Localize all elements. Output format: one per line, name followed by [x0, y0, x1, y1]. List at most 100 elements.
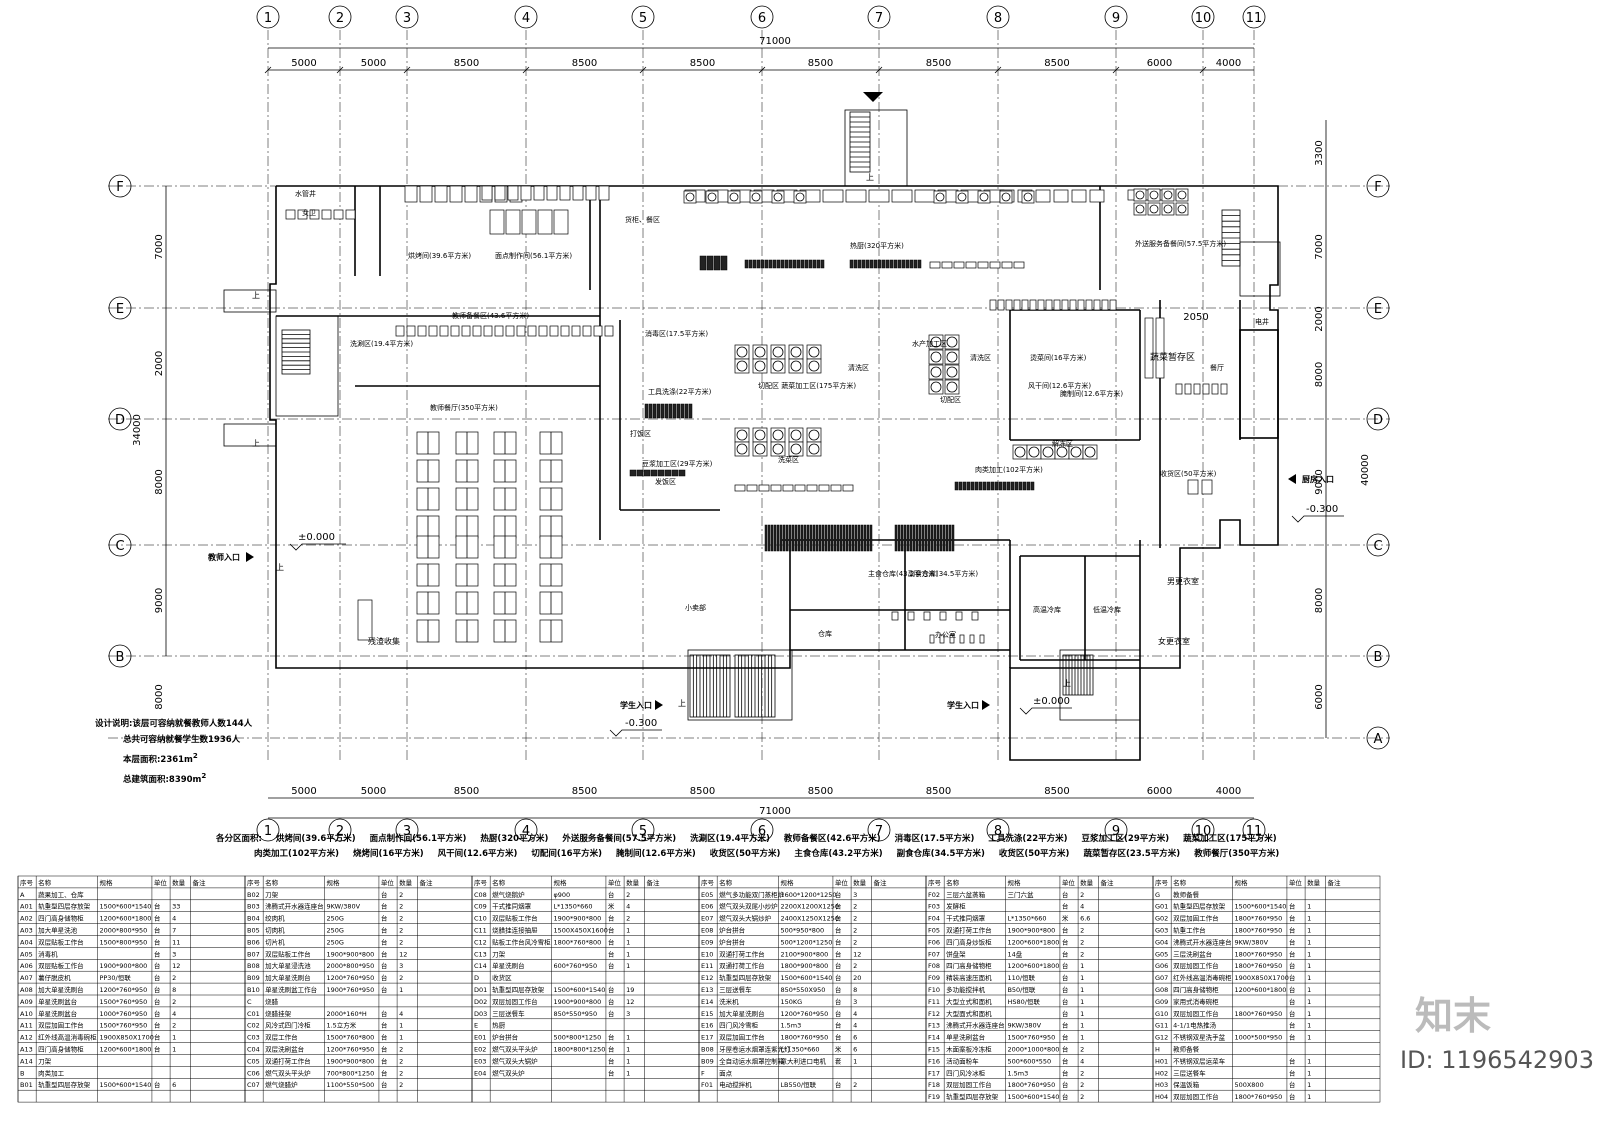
table-cell-0-11-0: A11 [20, 1022, 33, 1030]
table-cell-1-13-3: 台 [381, 1045, 388, 1054]
table-cell-3-16-3: 台 [835, 1080, 842, 1089]
room-hot-kitchen: 热厨(320平方米) [850, 241, 904, 250]
table-cell-3-10-0: E15 [701, 1010, 713, 1018]
table-cell-3-1-4: 2 [853, 903, 857, 911]
table-cell-3-3-4: 2 [853, 927, 857, 935]
table-header-3-3: 单位 [835, 878, 849, 887]
grid-label-col-11-1: 11 [1246, 824, 1263, 839]
table-cell-2-13-4: 1 [626, 1046, 630, 1054]
table-cell-2-12-2: 500*800*1250 [553, 1034, 601, 1042]
table-header-3-2: 规格 [780, 878, 794, 887]
serve-row [629, 469, 686, 477]
table-cell-3-6-4: 2 [853, 962, 857, 970]
table-cell-0-12-1: 红外线高温消毒碗柜 [38, 1033, 97, 1042]
table-cell-4-3-0: F05 [928, 927, 940, 935]
table-cell-2-10-0: D03 [474, 1010, 487, 1018]
grid-bubble-col-2-0 [328, 5, 352, 29]
table-cell-1-7-1: 加大单星洗刷台 [265, 973, 311, 982]
table-cell-2-15-3: 台 [608, 1068, 615, 1077]
table-cell-3-8-4: 8 [853, 986, 857, 994]
table-cell-3-3-3: 台 [835, 926, 842, 935]
table-cell-4-9-1: 大型立式和面机 [946, 997, 992, 1006]
hot-kitchen-top-row-2 [999, 189, 1105, 203]
table-cell-2-12-0: E01 [474, 1034, 486, 1042]
table-cell-4-8-2: B50/恒联 [1007, 985, 1035, 994]
room-clean-area: 清洗区 [848, 363, 869, 372]
table-cell-4-16-3: 台 [1062, 1080, 1069, 1089]
table-cell-1-10-4: 4 [399, 1010, 403, 1018]
table-cell-5-6-2: 1800*760*950 [1234, 962, 1282, 970]
bottom-dim-5: 8500 [808, 786, 833, 797]
table-cell-5-16-0: H03 [1155, 1081, 1168, 1089]
table-cell-4-0-1: 三层六盆蒸箱 [946, 890, 986, 899]
table-cell-1-15-1: 燃气双头平头炉 [265, 1068, 311, 1077]
table-cell-3-11-3: 台 [835, 1021, 842, 1030]
table-cell-5-5-2: 1800*760*950 [1234, 950, 1282, 958]
table-cell-4-11-1: 沸腾式开水器连座台 [946, 1021, 1005, 1030]
grid-bubble-row-B-1 [1366, 644, 1390, 668]
table-cell-2-4-2: 1800*760*800 [553, 938, 601, 946]
table-cell-1-12-3: 台 [381, 1033, 388, 1042]
table-cell-0-11-1: 双层加固工作台 [38, 1021, 84, 1030]
grid-bubble-col-11-0 [1242, 5, 1266, 29]
room-storage: 仓库 [818, 629, 832, 638]
table-cell-1-14-0: C05 [247, 1057, 260, 1065]
top-dim-3: 8500 [572, 58, 597, 69]
table-cell-5-14-3: 台 [1289, 1056, 1296, 1065]
table-cell-3-2-2: 2400X1250X1250 [780, 915, 839, 923]
table-cell-1-0-1: 刀架 [265, 891, 279, 899]
table-cell-3-13-3: 米 [835, 1045, 842, 1054]
table-cell-5-12-1: 不锈钢双星洗手盆 [1173, 1033, 1226, 1042]
grid-bubble-col-7-0 [867, 5, 891, 29]
table-header-3-0: 序号 [701, 878, 715, 887]
table-cell-5-2-0: G02 [1155, 915, 1168, 923]
grid-label-col-1-0: 1 [264, 11, 272, 26]
table-cell-0-5-0: A05 [20, 950, 33, 958]
table-cell-2-3-0: C11 [474, 927, 487, 935]
table-cell-3-10-2: 1200*760*950 [780, 1010, 828, 1018]
table-cell-4-12-4: 1 [1080, 1034, 1084, 1042]
table-cell-3-8-0: E13 [701, 986, 713, 994]
grid-label-col-5-0: 5 [639, 11, 647, 26]
table-cell-1-2-4: 2 [399, 915, 403, 923]
table-block-lower-1-0 [455, 535, 479, 559]
veg-sinks-1 [734, 344, 822, 374]
table-cell-1-15-4: 2 [399, 1069, 403, 1077]
room-marinate: 腌制间(12.6平方米) [1060, 389, 1123, 398]
table-cell-5-14-4: 1 [1307, 1057, 1311, 1065]
table-cell-0-2-2: 1200*600*1800 [99, 915, 151, 923]
summary-a-3: 热厨(320平方米) [480, 834, 549, 844]
stair-student-3 [1062, 654, 1094, 696]
note-line-1: 设计说明:该层可容纳就餐教师人数144人 [95, 719, 253, 729]
table-header-4-5: 备注 [1101, 878, 1115, 887]
veg-sinks-2 [734, 427, 822, 457]
table-cell-0-8-2: 1200*760*950 [99, 986, 147, 994]
table-cell-1-14-1: 双通打荷工作台 [265, 1056, 311, 1065]
table-cell-1-2-3: 台 [381, 914, 388, 923]
room-veg-proc: 切配区 蔬菜加工区(175平方米) [758, 381, 856, 390]
pastry-tables [489, 209, 569, 235]
table-cell-4-6-0: F08 [928, 962, 940, 970]
table-cell-0-1-4: 33 [172, 903, 180, 911]
design-notes: 设计说明:该层可容纳就餐教师人数144人 总共可容纳就餐学生数1936人 本层面… [95, 716, 252, 788]
table-cell-2-12-3: 台 [608, 1033, 615, 1042]
grid-bubble-col-9-0 [1104, 5, 1128, 29]
right-dim-5: 8000 [1314, 588, 1325, 613]
table-block-lower-0-2 [416, 591, 440, 615]
grid-label-col-1-1: 1 [264, 824, 272, 839]
summary-b-2: 风干间(12.6平方米) [437, 849, 518, 859]
table-block-1-2 [455, 487, 479, 511]
table-cell-5-14-1: 不锈钢双层运菜车 [1173, 1056, 1226, 1065]
summary-a-6: 教师备餐区(42.6平方米) [783, 834, 881, 844]
table-cell-5-2-1: 双层加固工作台 [1173, 914, 1219, 923]
table-cell-3-9-4: 3 [853, 998, 857, 1006]
table-cell-1-10-2: 2000*160*H [326, 1010, 366, 1018]
table-cell-4-9-0: F11 [928, 998, 940, 1006]
grid-label-col-10-1: 10 [1195, 824, 1212, 839]
table-cell-2-5-3: 台 [608, 949, 615, 958]
table-cell-0-6-0: A06 [20, 962, 33, 970]
bottom-dim-2: 8500 [454, 786, 479, 797]
table-cell-3-14-3: 套 [835, 1056, 842, 1065]
main-store-shelves [764, 524, 873, 552]
